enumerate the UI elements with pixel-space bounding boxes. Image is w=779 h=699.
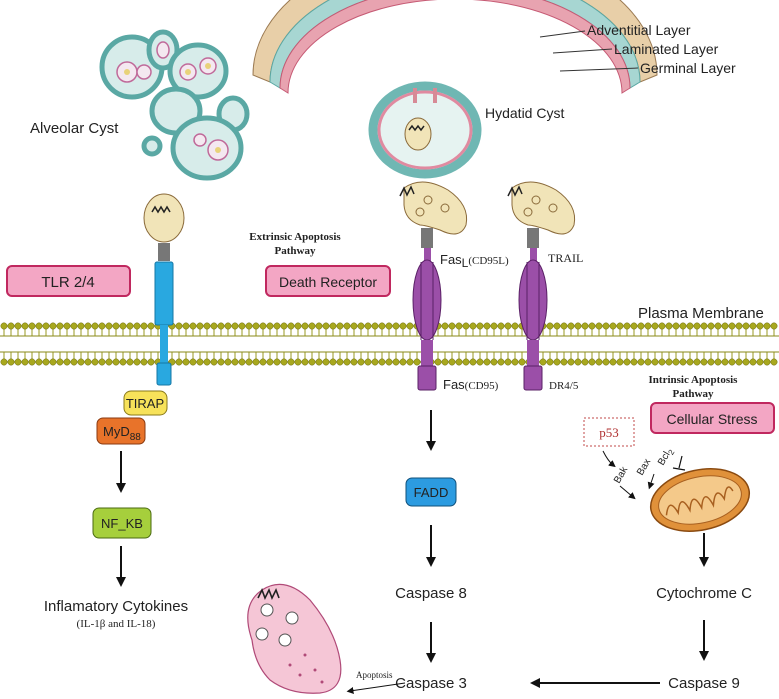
intrinsic-title-line2: Pathway	[673, 388, 714, 400]
adventitial-layer-label: Adventitial Layer	[587, 22, 691, 38]
inhibit-bcl2	[672, 455, 686, 471]
p53-box	[583, 417, 635, 447]
tirap-label: TIRAP	[126, 396, 164, 411]
plasma-membrane	[0, 322, 779, 366]
caspase9-label: Caspase 9	[668, 675, 740, 692]
hydatid-cyst-illustration	[252, 0, 658, 179]
alveolar-cyst-illustration	[99, 29, 250, 181]
extrinsic-title-line1: Extrinsic Apoptosis	[249, 231, 341, 243]
arrow-bax	[647, 473, 655, 490]
death-receptor-label: Death Receptor	[279, 274, 377, 290]
intrinsic-title-line1: Intrinsic Apoptosis	[649, 374, 739, 386]
myd88-box	[96, 417, 146, 445]
tlr-box-label: TLR 2/4	[41, 274, 94, 291]
alveolar-cyst-label: Alveolar Cyst	[30, 120, 119, 137]
arrow-bak	[619, 485, 636, 500]
germinal-layer-label: Germinal Layer	[640, 60, 736, 76]
arrow-caspase3-to-apoptosis	[346, 682, 406, 694]
cytokines-sub-label: (IL-1β and IL-18)	[77, 618, 156, 630]
p53-label: p53	[599, 425, 619, 440]
death-receptor-box	[265, 265, 391, 297]
tlr-box	[6, 265, 131, 297]
hydatid-cyst-label: Hydatid Cyst	[485, 105, 564, 121]
arrow-p53-down	[602, 450, 616, 468]
fadd-label: FADD	[414, 485, 449, 500]
myd88-label: MyD88	[103, 424, 141, 443]
mitochondrion	[649, 468, 751, 532]
cellular-stress-box	[650, 402, 775, 434]
dr45-label: DR4/5	[549, 380, 579, 392]
bcl2-label: Bcl2	[656, 446, 677, 469]
tlr-receptor	[143, 193, 185, 386]
bax-label: Bax	[635, 457, 653, 477]
caspase8-label: Caspase 8	[395, 585, 467, 602]
apoptosis-label: Apoptosis	[356, 670, 393, 680]
plasma-membrane-label: Plasma Membrane	[638, 305, 764, 322]
cytokines-label: Inflamatory Cytokines	[44, 598, 188, 615]
nfkb-label: NF_KB	[101, 516, 143, 531]
fasl-label: FasL(CD95L)	[440, 252, 509, 270]
trail-receptor	[507, 181, 576, 391]
tirap-box	[123, 390, 168, 416]
bak-label: Bak	[612, 464, 631, 485]
trail-label: TRAIL	[548, 251, 583, 265]
caspase3-label: Caspase 3	[395, 675, 467, 692]
extrinsic-title-line2: Pathway	[275, 245, 316, 257]
fadd-box	[405, 477, 457, 507]
layer-leader-lines	[539, 30, 639, 72]
cellular-stress-label: Cellular Stress	[666, 411, 757, 427]
fas-label: Fas(CD95)	[443, 377, 499, 392]
apoptotic-protoscolex	[247, 583, 342, 694]
nfkb-box	[92, 507, 152, 539]
laminated-layer-label: Laminated Layer	[614, 41, 719, 57]
cytochrome-c-label: Cytochrome C	[656, 585, 752, 602]
fas-receptor	[399, 181, 468, 391]
